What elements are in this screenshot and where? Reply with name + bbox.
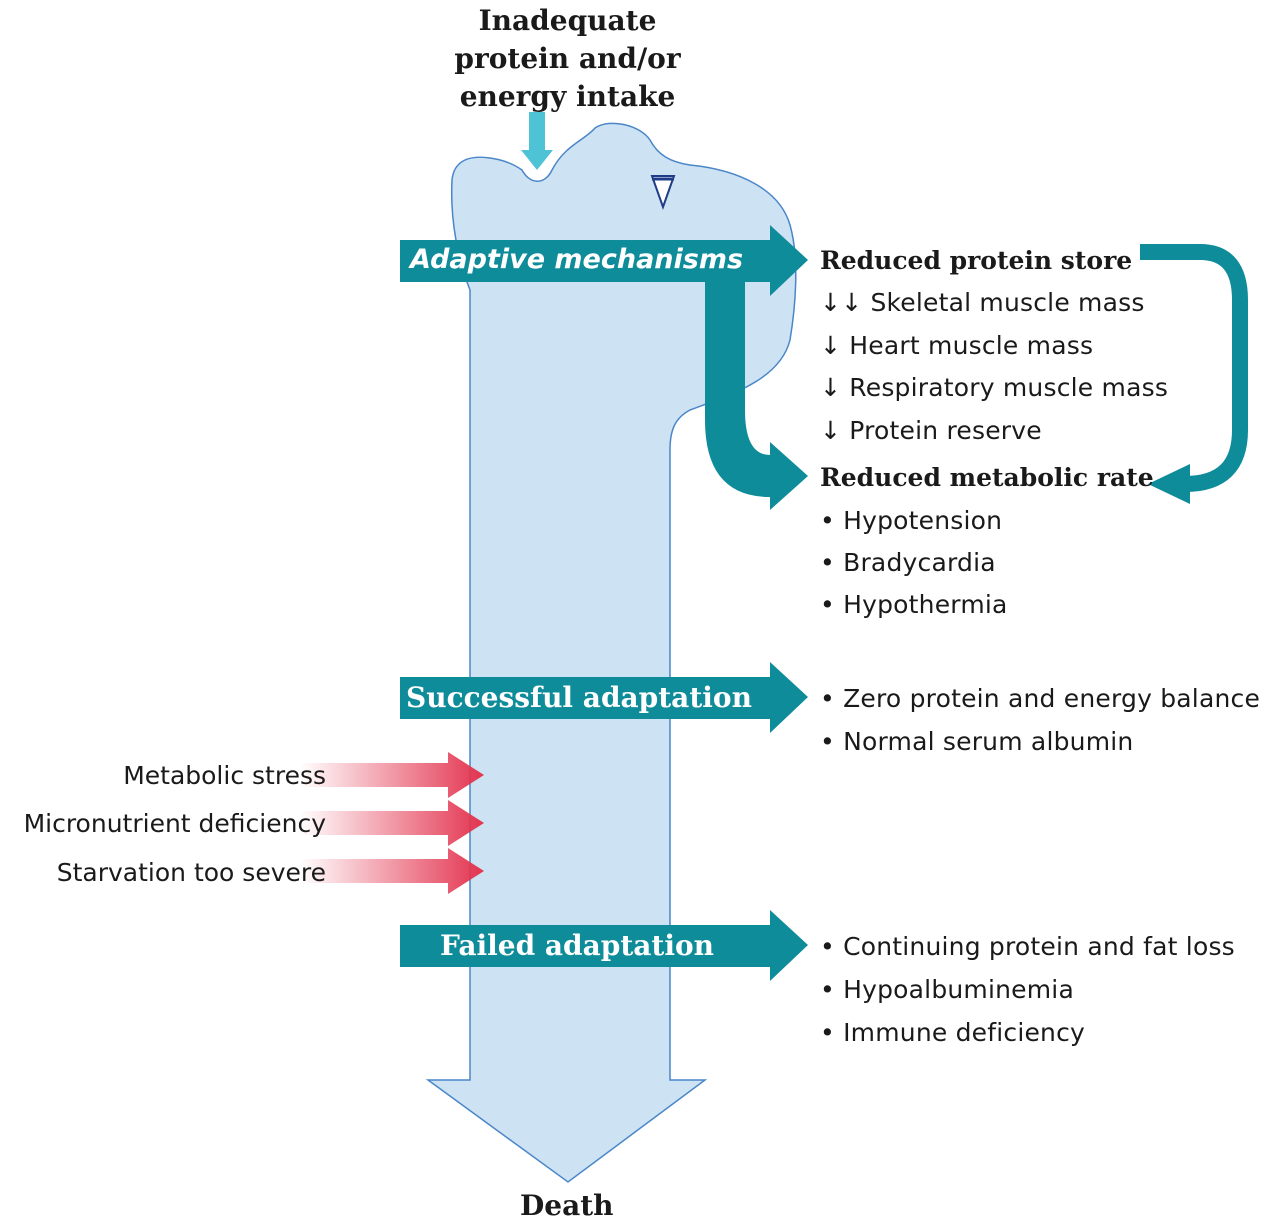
protein-item: ↓↓ Skeletal muscle mass: [820, 288, 1145, 317]
metabolic-item: • Hypothermia: [820, 590, 1008, 619]
failed-outcome-item: • Continuing protein and fat loss: [820, 932, 1235, 961]
intake-label: Inadequate protein and/or energy intake: [454, 4, 681, 113]
successful-adaptation-label: Successful adaptation: [406, 681, 752, 714]
intake-arrow: [521, 112, 553, 170]
adaptive-mechanisms-label: Adaptive mechanisms: [410, 244, 744, 275]
metabolic-item: • Hypotension: [820, 506, 1003, 535]
protein-to-metabolic-arrowhead: [1148, 464, 1190, 504]
failed-outcome-item: • Immune deficiency: [820, 1018, 1086, 1047]
stressor-label: Starvation too severe: [56, 858, 326, 887]
main-body-shape: [425, 122, 797, 1183]
adaptive-arrow: [400, 225, 808, 296]
failed-adaptation-label: Failed adaptation: [440, 929, 715, 962]
stressor-arrows: [300, 752, 484, 894]
stressor-arrow-2: [300, 800, 484, 846]
successful-arrow: [400, 662, 808, 733]
stressor-label: Micronutrient deficiency: [23, 809, 326, 838]
reduced-protein-heading: Reduced protein store: [820, 246, 1133, 275]
successful-outcome-item: • Zero protein and energy balance: [820, 684, 1261, 713]
metabolic-item: • Bradycardia: [820, 548, 996, 577]
failed-outcome-item: • Hypoalbuminemia: [820, 975, 1074, 1004]
reduced-metabolic-heading: Reduced metabolic rate: [820, 463, 1154, 492]
stressor-arrow-3: [300, 848, 484, 894]
death-label: Death: [520, 1189, 614, 1222]
triangle-marker-icon: [650, 175, 676, 210]
protein-item: ↓ Heart muscle mass: [820, 331, 1094, 360]
protein-item: ↓ Respiratory muscle mass: [820, 373, 1169, 402]
adaptive-curve-arrow: [705, 282, 808, 510]
protein-item: ↓ Protein reserve: [820, 416, 1042, 445]
stressor-arrow-1: [300, 752, 484, 798]
successful-outcome-item: • Normal serum albumin: [820, 727, 1134, 756]
protein-to-metabolic-arrow: [1140, 244, 1248, 492]
stressor-label: Metabolic stress: [123, 761, 326, 790]
failed-arrow: [400, 910, 808, 981]
